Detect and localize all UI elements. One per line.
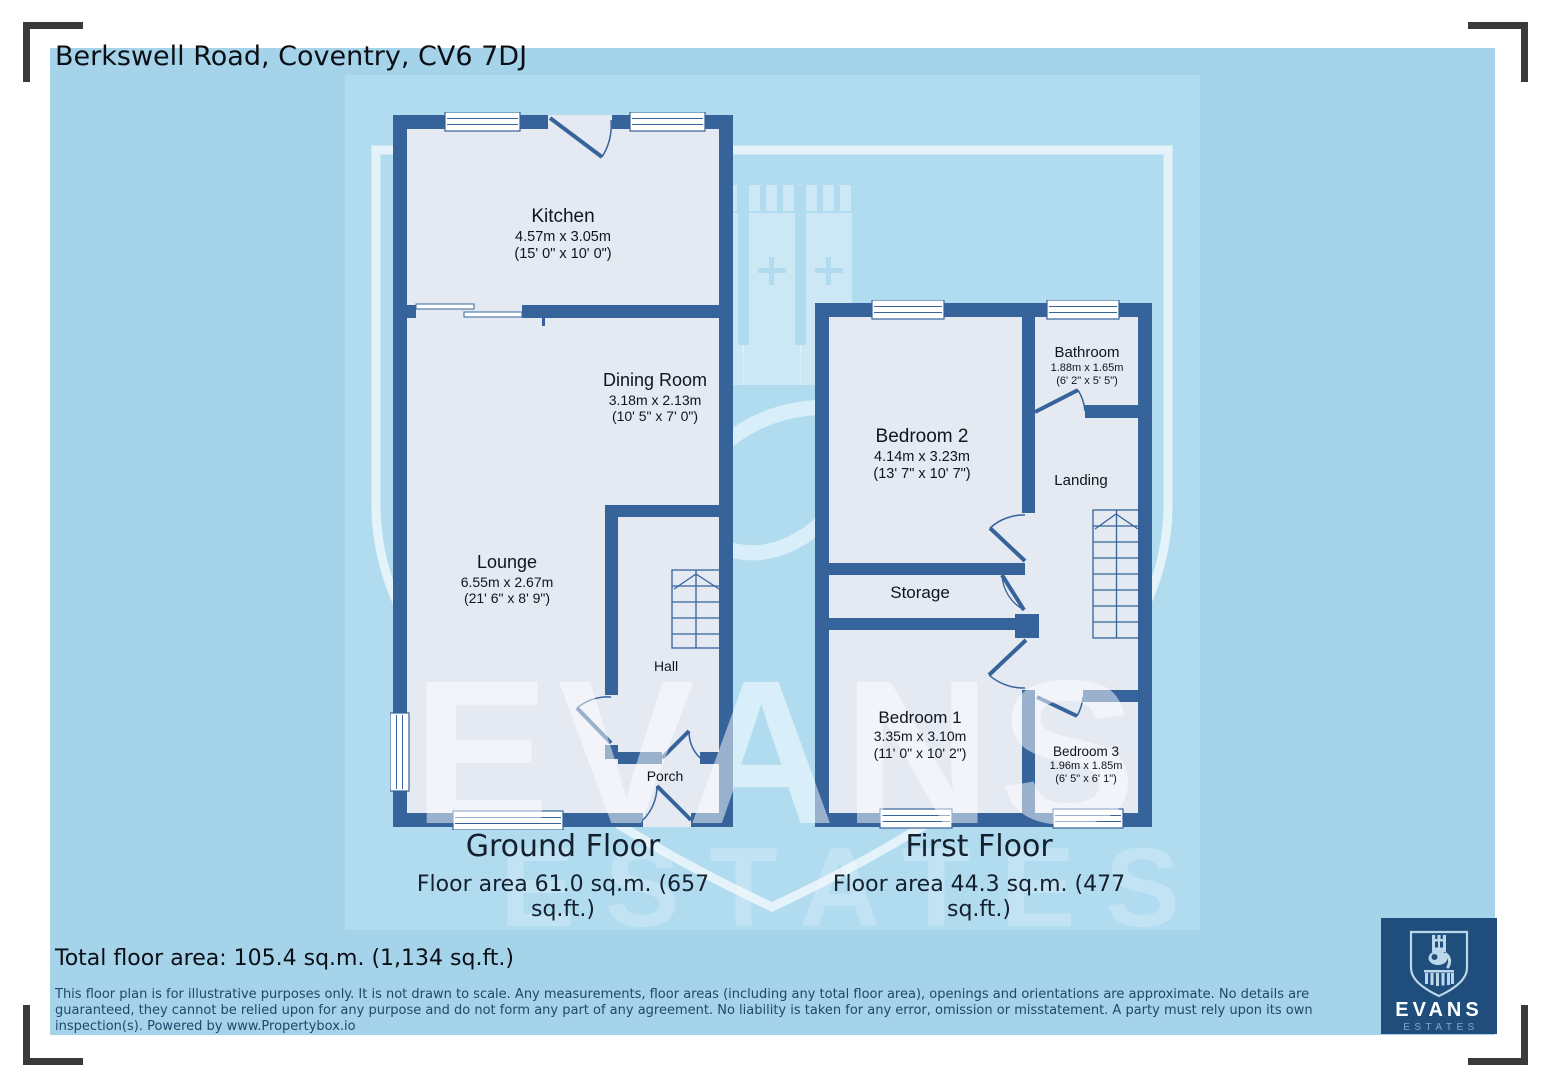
page-title: Berkswell Road, Coventry, CV6 7DJ [55, 41, 528, 72]
corner-bracket-bottom-right [1468, 1005, 1528, 1065]
first-floor-window-panes [874, 306, 1121, 822]
corner-bracket-top-left [23, 22, 83, 82]
ground-floor-area: Floor area 61.0 sq.m. (657 sq.ft.) [416, 872, 710, 922]
ground-floor-plan [390, 112, 733, 830]
first-floor-windows [871, 300, 1124, 829]
room-name: Bedroom 3 [1052, 744, 1120, 759]
room-label-porch: Porch [646, 768, 684, 784]
room-name: Lounge [476, 552, 538, 572]
room-name: Kitchen [531, 206, 595, 227]
room-dims-m: 3.35m x 3.10m [873, 728, 967, 745]
watermark-panel: EVANS ESTATES [345, 75, 1200, 930]
room-dims-ft: (6' 5" x 6' 1") [1055, 773, 1117, 786]
total-floor-area: Total floor area: 105.4 sq.m. (1,134 sq.… [55, 946, 515, 971]
first-floor-plan [815, 300, 1152, 829]
room-name: Bedroom 1 [878, 708, 962, 727]
room-dims-m: 6.55m x 2.67m [460, 573, 554, 590]
ground-floor-windows [390, 112, 706, 830]
ground-floor-title: Ground Floor [465, 829, 661, 864]
room-label-dining-room: Dining Room 3.18m x 2.13m (10' 5" x 7' 0… [603, 370, 707, 425]
room-label-landing: Landing [1054, 472, 1108, 489]
room-name: Dining Room [602, 370, 708, 390]
room-dims-ft: (15' 0" x 10' 0") [514, 246, 612, 263]
room-dims-ft: (13' 7" x 10' 7") [873, 466, 971, 483]
storage-door [1000, 573, 1026, 612]
room-dims-ft: (11' 0" x 10' 2") [873, 745, 967, 762]
porch-front-door [642, 784, 693, 827]
room-dims-m: 3.18m x 2.13m [608, 391, 702, 408]
room-label-lounge: Lounge 6.55m x 2.67m (21' 6" x 8' 9") [461, 552, 554, 607]
room-dims-ft: (6' 2" x 5' 5") [1056, 375, 1118, 388]
logo-portico-columns [1424, 970, 1454, 986]
ground-floor-interior [393, 115, 733, 827]
logo-elephant [1428, 951, 1452, 969]
room-dims-ft: (21' 6" x 8' 9") [463, 590, 551, 607]
room-label-bathroom: Bathroom 1.88m x 1.65m (6' 2" x 5' 5") [1051, 344, 1124, 388]
corner-bracket-bottom-left [23, 1005, 83, 1065]
room-dims-ft: (10' 5" x 7' 0") [611, 408, 699, 425]
watermark-sub-word: ESTATES [500, 825, 1200, 930]
hall-door [575, 696, 613, 745]
first-floor-title: First Floor [905, 829, 1053, 864]
disclaimer-text: This floor plan is for illustrative purp… [55, 987, 1313, 1034]
bedroom2-door [988, 514, 1027, 563]
logo-tower-windows [1435, 941, 1443, 948]
room-dims-m: 1.96m x 1.85m [1049, 760, 1123, 773]
room-label-bedroom2: Bedroom 2 4.14m x 3.23m (13' 7" x 10' 7"… [873, 426, 970, 484]
room-dims-m: 4.57m x 3.05m [515, 228, 611, 245]
kitchen-door [548, 115, 612, 159]
logo-sub-wordmark: ESTATES [1403, 1022, 1479, 1033]
room-label-bedroom3: Bedroom 3 1.96m x 1.85m (6' 5" x 6' 1") [1050, 744, 1123, 787]
first-floor-area: Floor area 44.3 sq.m. (477 sq.ft.) [832, 872, 1126, 922]
watermark-word: EVANS [413, 638, 1145, 867]
first-floor-caption: First Floor Floor area 44.3 sq.m. (477 s… [806, 829, 1152, 922]
porch-inner-door [660, 729, 701, 760]
kitchen-divider-opening [415, 303, 523, 318]
room-name: Bathroom [1054, 344, 1120, 361]
room-name: Bedroom 2 [875, 426, 969, 447]
ground-floor-caption: Ground Floor Floor area 61.0 sq.m. (657 … [390, 829, 736, 922]
room-dims-m: 1.88m x 1.65m [1050, 362, 1124, 374]
ground-floor-window-panes [396, 118, 703, 824]
bedroom1-door [987, 638, 1028, 689]
room-label-bedroom1: Bedroom 1 3.35m x 3.10m (11' 0" x 10' 2"… [874, 708, 967, 762]
room-label-kitchen: Kitchen 4.57m x 3.05m (15' 0" x 10' 0") [514, 206, 611, 264]
evans-shield-icon [1409, 930, 1469, 998]
evans-estates-logo: EVANS ESTATES [1381, 918, 1497, 1034]
bedroom3-door [1036, 695, 1084, 718]
room-label-hall: Hall [653, 658, 679, 674]
room-label-storage: Storage [890, 583, 950, 602]
room-dims-m: 4.14m x 3.23m [874, 448, 970, 465]
bathroom-door [1034, 388, 1086, 414]
first-floor-stairs [1092, 509, 1141, 639]
floorplan-canvas: EVANS ESTATES [50, 48, 1495, 1035]
ground-floor-stairs [671, 569, 721, 649]
logo-wordmark: EVANS [1395, 999, 1483, 1021]
logo-castle-tower [1432, 935, 1446, 952]
corner-bracket-top-right [1468, 22, 1528, 82]
